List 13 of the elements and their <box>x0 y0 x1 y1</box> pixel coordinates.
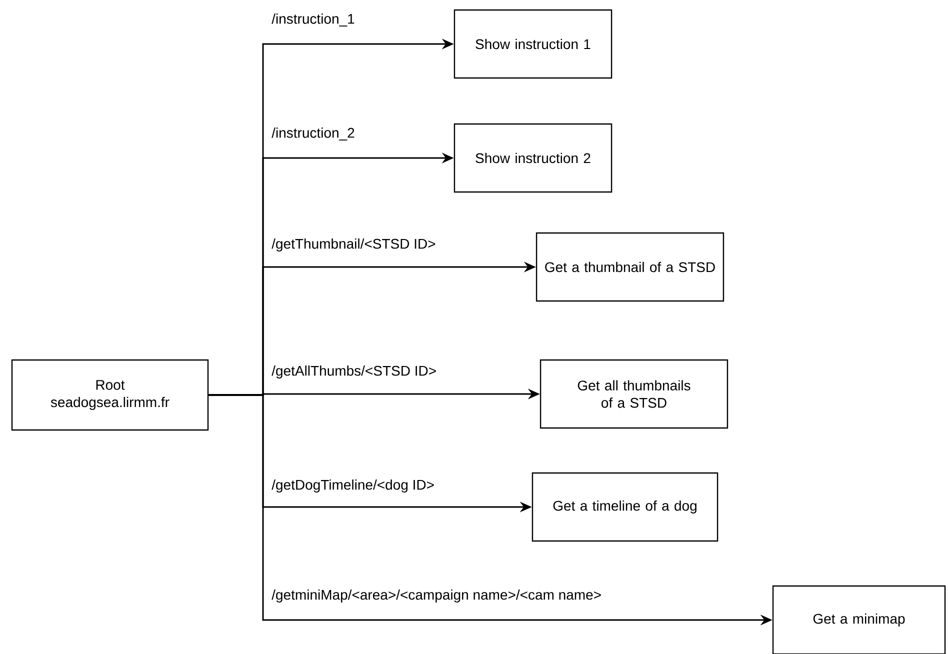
process-box: Root seadogsea.lirmm.fr <box>11 359 209 431</box>
edge-label: /getAllThumbs/<STSD ID> <box>270 364 438 380</box>
process-box: Get a timeline of a dog <box>532 472 718 542</box>
edge-label: /getminiMap/<area>/<campaign name>/<cam name> <box>270 588 603 604</box>
edge-label: /getDogTimeline/<dog ID> <box>270 478 436 494</box>
process-box: Get a thumbnail of a STSD <box>536 232 724 302</box>
process-box: Get a minimap <box>772 585 946 654</box>
process-box: Show instruction 1 <box>454 9 612 79</box>
process-box: Get all thumbnails of a STSD <box>540 359 728 429</box>
edge-label: /instruction_2 <box>270 126 356 142</box>
edge-label: /getThumbnail/<STSD ID> <box>270 237 438 253</box>
edge-label: /instruction_1 <box>270 12 356 28</box>
process-box: Show instruction 2 <box>454 123 612 193</box>
